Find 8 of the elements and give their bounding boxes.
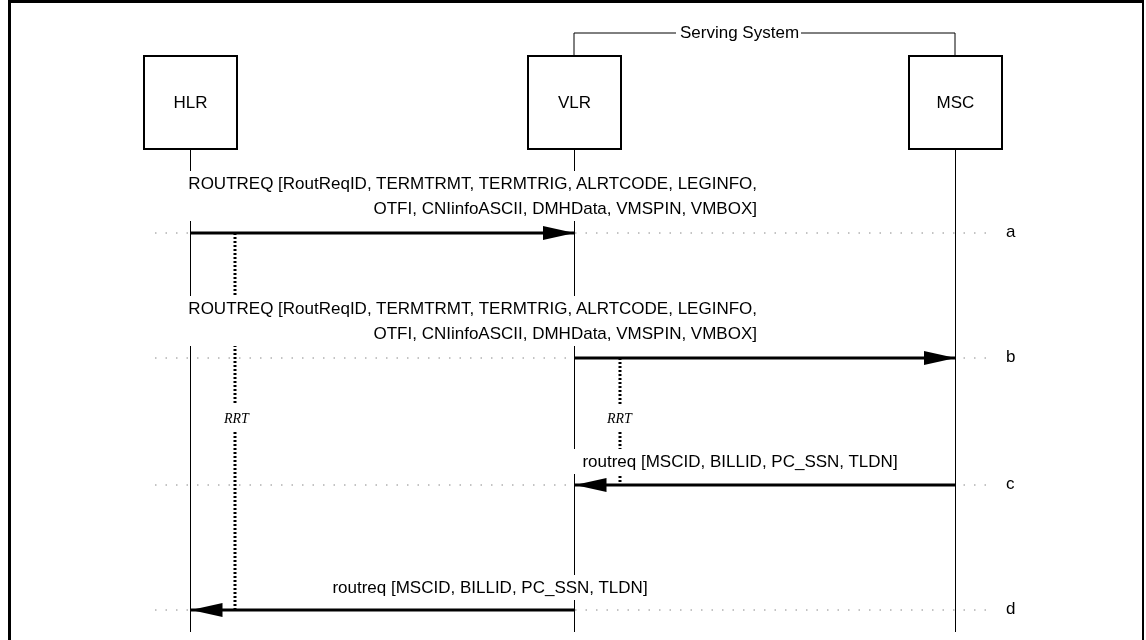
entity-box: HLR xyxy=(143,55,238,150)
entity-box: VLR xyxy=(527,55,622,150)
message-arrow xyxy=(574,351,956,365)
entity-box: MSC xyxy=(908,55,1003,150)
message-arrow xyxy=(574,478,956,492)
message-arrow xyxy=(190,226,575,240)
group-label: Serving System xyxy=(678,23,802,43)
message-arrow xyxy=(190,603,575,617)
